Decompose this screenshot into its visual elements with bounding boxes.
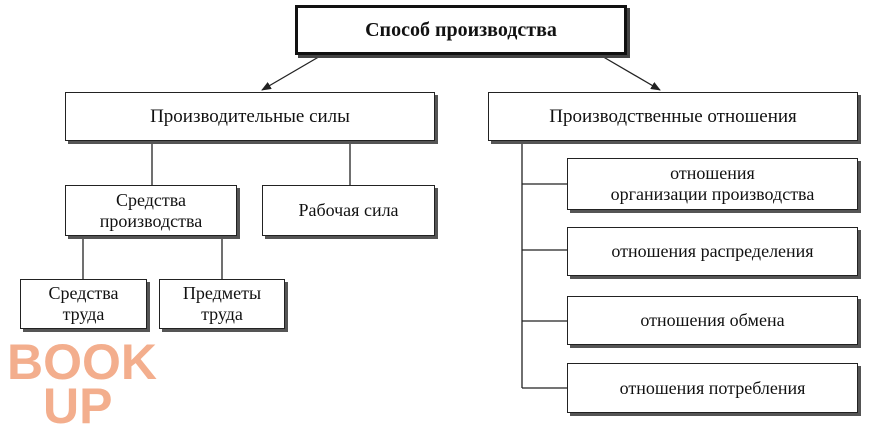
- arrow-to-production-relations: [599, 54, 661, 91]
- relations-item-label: отношения организации производства: [610, 163, 815, 204]
- svg-text:UP: UP: [43, 378, 112, 425]
- bookup-watermark-logo: BOOK UP: [7, 334, 157, 425]
- root-label: Способ производства: [365, 18, 557, 41]
- relations-item-distribution: отношения распределения: [567, 227, 858, 276]
- objects-of-labor-node: Предметы труда: [159, 279, 285, 329]
- relations-item-label: отношения распределения: [611, 241, 814, 262]
- svg-text:BOOK: BOOK: [7, 334, 157, 390]
- relations-item-label: отношения обмена: [640, 310, 785, 331]
- productive-forces-node: Производительные силы: [65, 92, 435, 141]
- productive-forces-label: Производительные силы: [150, 105, 350, 127]
- means-of-labor-label: Средства труда: [48, 283, 119, 324]
- relations-item-organization: отношения организации производства: [567, 158, 858, 210]
- means-of-production-label: Средства производства: [99, 189, 203, 231]
- relations-item-exchange: отношения обмена: [567, 296, 858, 345]
- means-of-production-node: Средства производства: [65, 185, 237, 236]
- means-of-labor-node: Средства труда: [20, 279, 147, 329]
- production-relations-label: Производственные отношения: [549, 105, 797, 127]
- relations-item-consumption: отношения потребления: [567, 363, 858, 413]
- objects-of-labor-label: Предметы труда: [182, 283, 262, 324]
- relations-item-label: отношения потребления: [619, 377, 806, 398]
- root-node: Способ производства: [295, 5, 627, 55]
- production-relations-node: Производственные отношения: [488, 92, 858, 141]
- arrow-to-productive-forces: [261, 54, 323, 91]
- labor-force-label: Рабочая сила: [298, 200, 399, 221]
- labor-force-node: Рабочая сила: [262, 185, 435, 236]
